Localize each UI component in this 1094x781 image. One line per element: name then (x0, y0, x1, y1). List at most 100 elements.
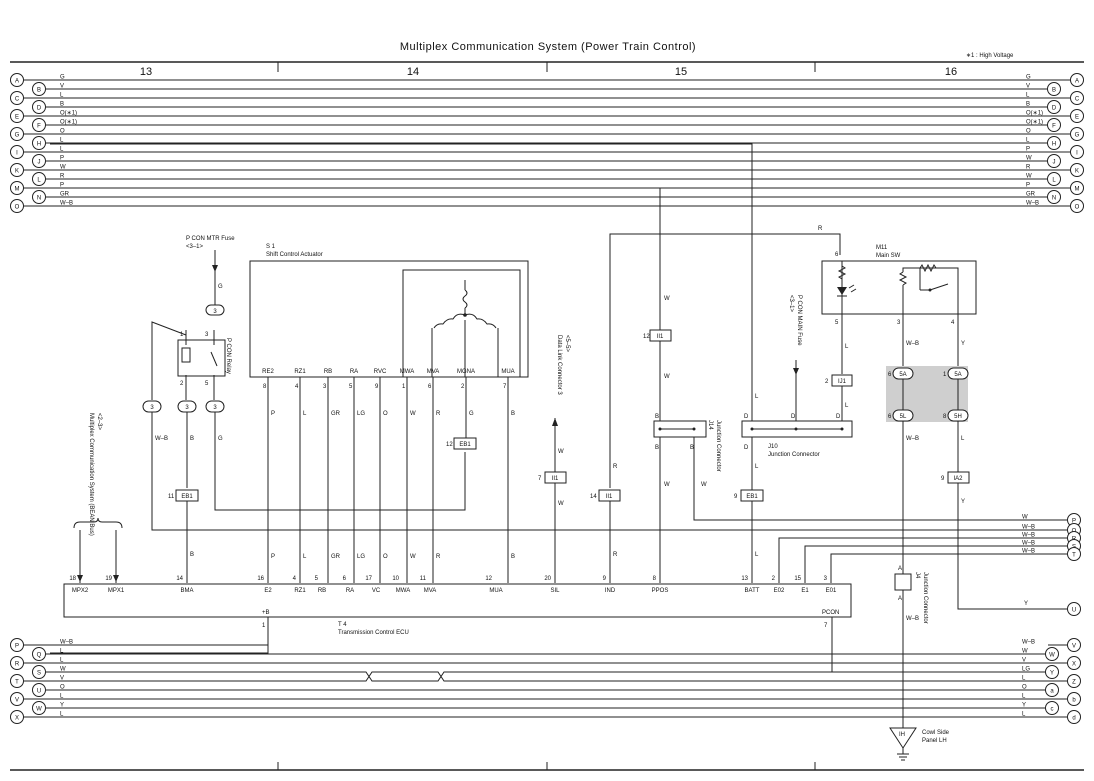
ecu-wire-color: W (410, 554, 416, 560)
bottom-left-color: L (60, 649, 64, 655)
svg-text:D: D (37, 106, 42, 112)
mid-right-T: T (1067, 547, 1081, 561)
svg-text:W–B: W–B (906, 616, 919, 622)
bus-left-F: F (32, 118, 46, 132)
svg-text:Q: Q (37, 653, 42, 659)
bus-right-K: K (1070, 163, 1084, 177)
j4-id: J4 (914, 572, 920, 579)
ecu-pin-BATT: BATT (745, 588, 760, 594)
actuator-pin-RZ1: RZ1 (294, 369, 306, 375)
connector-3-c: 3 (205, 400, 225, 413)
bottom-left-X: X (10, 710, 24, 724)
bus-left-color: O (60, 129, 65, 135)
actuator-wire-color: LG (357, 411, 365, 417)
bus-left-color: L (60, 93, 64, 99)
svg-text:6: 6 (835, 252, 839, 258)
ecu-pin-MWA: MWA (396, 588, 410, 594)
ecu-pin-num: 15 (794, 576, 801, 582)
svg-text:R: R (613, 464, 618, 470)
actuator-wire-color: O (383, 411, 388, 417)
bus-right-color: W (1026, 174, 1032, 180)
svg-text:L: L (1052, 178, 1056, 184)
actuator-pin-num: 8 (263, 384, 267, 390)
connector-ij1: IJ1 (831, 374, 853, 387)
connector-eb1-c: EB1 (740, 489, 764, 502)
svg-text:D: D (791, 414, 796, 420)
ecu-pin-E1: E1 (801, 588, 809, 594)
bus-left-L: L (32, 172, 46, 186)
ecu-pin-num: 5 (315, 576, 319, 582)
svg-text:F: F (1052, 124, 1056, 130)
actuator-pin-num: 6 (428, 384, 432, 390)
ecu-pin-SIL: SIL (550, 588, 560, 594)
ecu-pin-num: 3 (824, 576, 828, 582)
ecu-pin-num: 8 (653, 576, 657, 582)
dlc-label: Data Link Connector 3 (556, 335, 562, 395)
bus-left-color: V (60, 84, 64, 90)
svg-text:Y: Y (961, 499, 965, 505)
svg-text:B: B (37, 88, 41, 94)
svg-text:W: W (701, 482, 707, 488)
ecu-pin-MPX1: MPX1 (108, 588, 125, 594)
svg-text:H: H (37, 142, 41, 148)
bottom-right-X: X (1067, 656, 1081, 670)
svg-text:B: B (190, 436, 194, 442)
svg-text:W: W (1049, 653, 1055, 659)
ground-label: Cowl Side (922, 730, 950, 736)
bottom-left-U: U (32, 683, 46, 697)
connector-5a-right: 5A (947, 367, 969, 380)
column-15: 15 (675, 66, 687, 78)
actuator-wire-color: L (303, 411, 307, 417)
connector-eb1-a: EB1 (175, 489, 199, 502)
ecu-pin-MVA: MVA (424, 588, 437, 594)
svg-text:T: T (1072, 553, 1076, 559)
svg-text:N: N (37, 196, 41, 202)
connector-ii1-c: II1 (649, 329, 672, 342)
svg-text:I: I (1076, 151, 1078, 157)
mid-right-color: W (1022, 515, 1028, 521)
svg-text:PCON: PCON (822, 610, 839, 616)
svg-text:L: L (961, 436, 965, 442)
fuse2-ref: <3–1> (788, 295, 794, 313)
svg-text:D: D (836, 414, 841, 420)
actuator-pin-num: 5 (349, 384, 353, 390)
bus-left-B: B (32, 82, 46, 96)
ecu-pin-VC: VC (372, 588, 381, 594)
ecu-pin-E2: E2 (264, 588, 272, 594)
bus-left-C: C (10, 91, 24, 105)
bus-left-color: P (60, 156, 64, 162)
bus-left-color: O(∗1) (60, 111, 77, 117)
svg-text:L: L (755, 464, 759, 470)
bus-right-color: W–B (1026, 201, 1039, 207)
bottom-left-Q: Q (32, 647, 46, 661)
svg-text:P: P (15, 644, 19, 650)
svg-text:d: d (1072, 716, 1075, 722)
connector-ia2: IA2 (947, 471, 970, 484)
ecu-pin-num: 10 (392, 576, 399, 582)
svg-text:A: A (1075, 79, 1079, 85)
mid-right-connections: PWQW–BRW–BSW–BTW–BU (1022, 513, 1081, 616)
actuator-pin-num: 7 (503, 384, 507, 390)
indicator-led-icon (837, 287, 847, 295)
ecu-pin-RZ1: RZ1 (294, 588, 306, 594)
bus-right-G: G (1070, 127, 1084, 141)
relay-label: P CON Relay (225, 338, 231, 374)
svg-text:W: W (558, 449, 564, 455)
svg-text:B: B (655, 445, 659, 451)
svg-text:5L: 5L (900, 414, 907, 420)
j10-name: Junction Connector (768, 452, 820, 458)
bus-right-color: R (1026, 165, 1031, 171)
svg-text:A: A (15, 79, 19, 85)
svg-text:IJ1: IJ1 (838, 379, 847, 385)
bus-left-D: D (32, 100, 46, 114)
bean-ref: <2–3> (96, 413, 102, 431)
bottom-left-color: L (60, 712, 64, 718)
svg-text:R: R (15, 662, 20, 668)
svg-text:+B: +B (262, 610, 270, 616)
ecu-wire-color: LG (357, 554, 365, 560)
motor-coil-icon (433, 280, 497, 329)
actuator-pin-num: 1 (402, 384, 406, 390)
ecu-pin-num: 19 (105, 576, 112, 582)
svg-text:L: L (37, 178, 41, 184)
bottom-left-T: T (10, 674, 24, 688)
